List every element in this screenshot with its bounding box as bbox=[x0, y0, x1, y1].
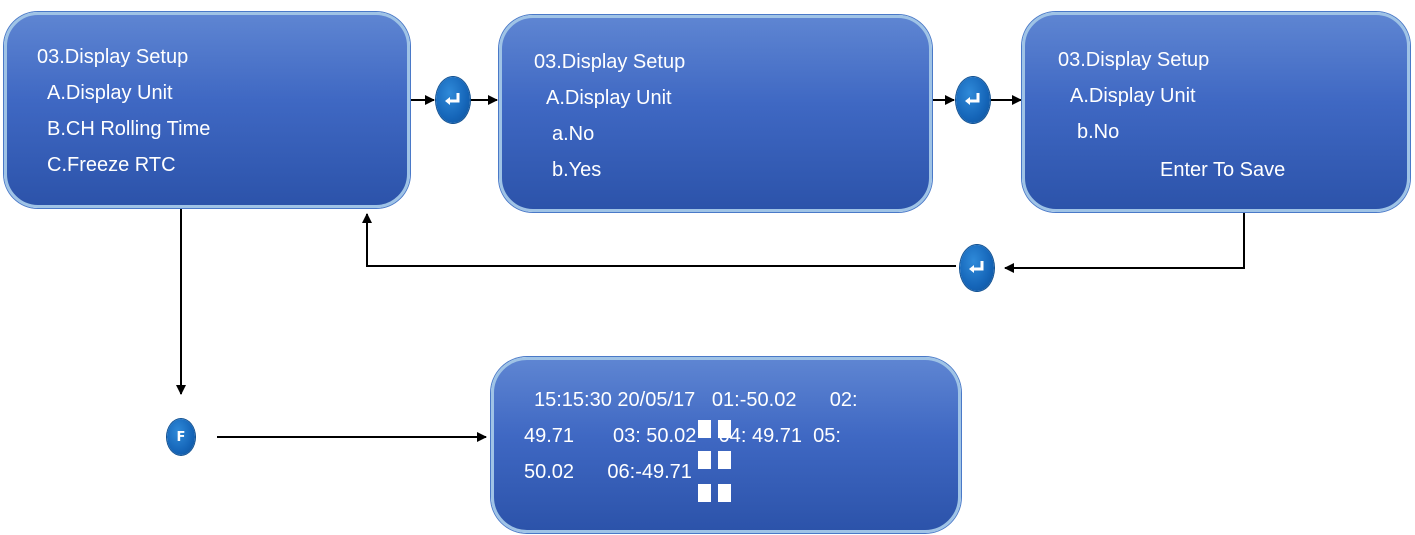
glyph-box bbox=[718, 484, 731, 502]
menu-item-display-unit: A.Display Unit bbox=[47, 82, 173, 104]
enter-key-icon bbox=[956, 77, 990, 123]
freeze-screen: 15:15:30 20/05/17 01:-50.02 02: 49.71 03… bbox=[491, 357, 961, 533]
menu-title: 03.Display Setup bbox=[37, 46, 189, 68]
option-no: a.No bbox=[552, 123, 595, 145]
options-screen: 03.Display Setup A.Display Unit a.No b.Y… bbox=[499, 15, 932, 212]
options-title: 03.Display Setup bbox=[534, 51, 686, 73]
menu-item-ch-rolling-time: B.CH Rolling Time bbox=[47, 118, 211, 140]
arrow-enter3-to-menu bbox=[362, 213, 956, 267]
options-sub-display-unit: A.Display Unit bbox=[546, 87, 672, 109]
save-prompt: Enter To Save bbox=[1160, 159, 1286, 181]
glyph-box bbox=[718, 420, 731, 438]
f-key-icon: F bbox=[167, 419, 195, 455]
save-selected-option: b.No bbox=[1077, 121, 1120, 143]
glyph-box bbox=[698, 420, 711, 438]
menu-screen: 03.Display Setup A.Display Unit B.CH Rol… bbox=[4, 12, 410, 208]
save-sub-display-unit: A.Display Unit bbox=[1070, 85, 1196, 107]
glyph-box bbox=[698, 484, 711, 502]
enter-key-icon bbox=[960, 245, 994, 291]
option-yes: b.Yes bbox=[552, 159, 602, 181]
enter-key-icon bbox=[436, 77, 470, 123]
glyph-box bbox=[698, 451, 711, 469]
save-screen: 03.Display Setup A.Display Unit b.No Ent… bbox=[1022, 12, 1410, 212]
arrow-save-to-enter3 bbox=[1004, 212, 1245, 273]
freeze-line-1: 15:15:30 20/05/17 01:-50.02 02: bbox=[534, 389, 858, 411]
glyph-box bbox=[718, 451, 731, 469]
freeze-line-2: 49.71 03: 50.02 04: 49.71 05: bbox=[524, 425, 841, 447]
menu-item-freeze-rtc: C.Freeze RTC bbox=[47, 154, 176, 176]
save-title: 03.Display Setup bbox=[1058, 49, 1210, 71]
freeze-line-3: 50.02 06:-49.71 bbox=[524, 461, 692, 483]
